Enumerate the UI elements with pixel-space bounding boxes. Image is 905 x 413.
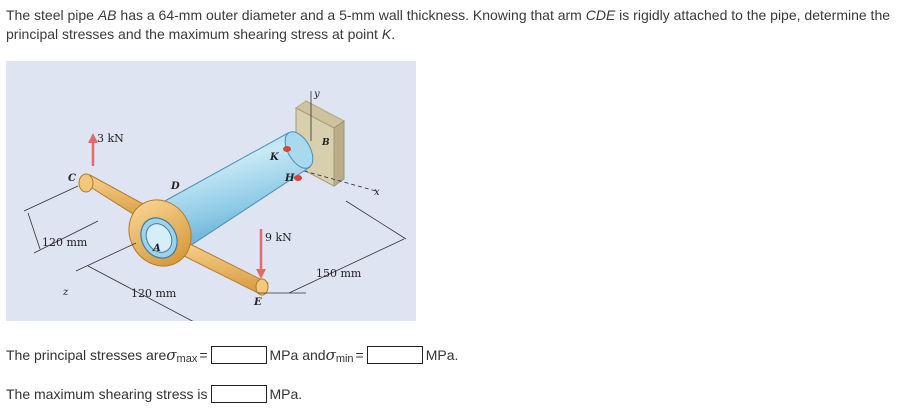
point-k-marker bbox=[283, 146, 291, 152]
axis-label-x: x bbox=[374, 187, 380, 198]
equals-sign-max: = bbox=[199, 347, 208, 363]
force-arrow-e bbox=[256, 229, 266, 279]
point-label-a: A bbox=[152, 243, 161, 254]
point-label-d: D bbox=[170, 181, 180, 192]
axis-label-z: z bbox=[62, 287, 69, 298]
unit-mpa-end: MPa. bbox=[425, 347, 459, 363]
force-arrow-c bbox=[88, 133, 98, 166]
pipe-end-a bbox=[140, 217, 178, 259]
pipe-diagram: y x K H B A 3 kN 9 kN C D E bbox=[6, 61, 416, 321]
x-axis bbox=[303, 170, 377, 192]
point-label-e: E bbox=[253, 297, 262, 308]
point-label-k: K bbox=[269, 152, 280, 163]
dimension-label-bottom: 120 mm bbox=[131, 287, 177, 300]
problem-statement: The steel pipe AB has a 64-mm outer diam… bbox=[6, 7, 891, 42]
force-label-c: 3 kN bbox=[97, 132, 124, 145]
unit-mpa-and-label: MPa and bbox=[269, 347, 326, 363]
wall-support bbox=[295, 100, 345, 187]
dimension-label-right: 150 mm bbox=[316, 267, 362, 280]
max-shear-prefix: The maximum shearing stress is bbox=[6, 386, 208, 402]
tau-max-input[interactable] bbox=[210, 385, 267, 403]
min-subscript: min bbox=[335, 353, 354, 365]
dimension-lines bbox=[23, 185, 407, 321]
axis-label-y: y bbox=[313, 89, 320, 100]
sigma-symbol: σ bbox=[166, 346, 177, 364]
equals-sign-min: = bbox=[355, 347, 364, 363]
sigma-min-input[interactable] bbox=[366, 346, 423, 364]
principal-stress-row: The principal stresses are σ max = MPa a… bbox=[6, 344, 458, 366]
force-label-e: 9 kN bbox=[265, 231, 292, 244]
point-label-b: B bbox=[321, 138, 330, 148]
dimension-label-left: 120 mm bbox=[42, 236, 88, 249]
point-label-h: H bbox=[284, 173, 295, 184]
sigma-symbol: σ bbox=[325, 346, 336, 364]
sigma-max-input[interactable] bbox=[210, 346, 267, 364]
max-shear-row: The maximum shearing stress is MPa. bbox=[6, 383, 302, 405]
point-label-c: C bbox=[68, 173, 76, 184]
principal-stress-prefix: The principal stresses are bbox=[6, 347, 167, 363]
unit-mpa-tau: MPa. bbox=[269, 386, 303, 402]
max-subscript: max bbox=[176, 353, 198, 365]
point-h-marker bbox=[294, 175, 302, 181]
